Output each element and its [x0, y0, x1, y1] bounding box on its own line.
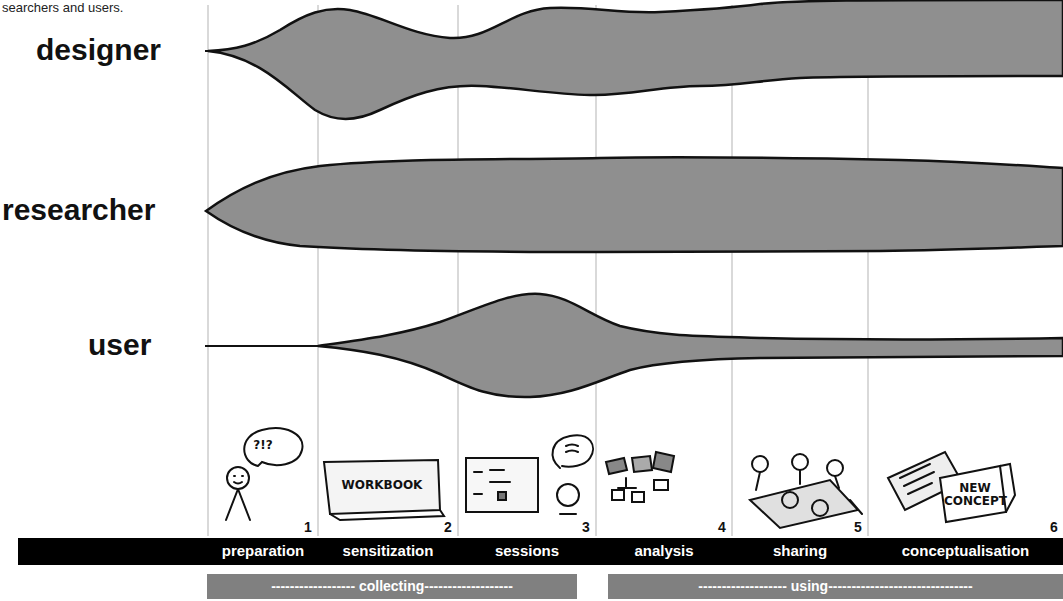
phase-name: conceptualisation — [868, 543, 1063, 560]
phase-bar — [18, 538, 1063, 565]
researcher-stream — [206, 157, 1063, 252]
sketch-text: NEW CONCEPT — [944, 482, 1006, 508]
phase-name: sensitization — [318, 543, 458, 560]
group-name: ------------------ collecting-----------… — [207, 579, 577, 594]
phase-name: sharing — [732, 543, 868, 560]
callout-number: 3 — [582, 520, 590, 535]
callout-number: 5 — [854, 520, 862, 535]
callout-number: 4 — [718, 520, 726, 535]
stream-name: designer — [36, 33, 161, 66]
callout-number: 6 — [1050, 520, 1058, 535]
group-name: ------------------- using---------------… — [608, 579, 1063, 594]
callout-number: 1 — [304, 520, 312, 535]
sketch-text: WORKBOOK — [330, 479, 434, 492]
stream-name: user — [88, 328, 151, 361]
caption: searchers and users. — [2, 1, 123, 15]
phase-name: sessions — [458, 543, 596, 560]
callout-number: 2 — [444, 520, 452, 535]
designer-stream — [208, 0, 1063, 119]
sketch-text: ?!? — [249, 439, 277, 452]
sketch-icons — [226, 428, 1015, 528]
phase-name: analysis — [596, 543, 732, 560]
stream-name: researcher — [2, 193, 155, 226]
group-bar — [207, 574, 577, 599]
user-stream — [318, 294, 1063, 397]
phase-name: preparation — [208, 543, 318, 560]
group-bar — [608, 574, 1063, 599]
stream-line — [205, 345, 320, 347]
